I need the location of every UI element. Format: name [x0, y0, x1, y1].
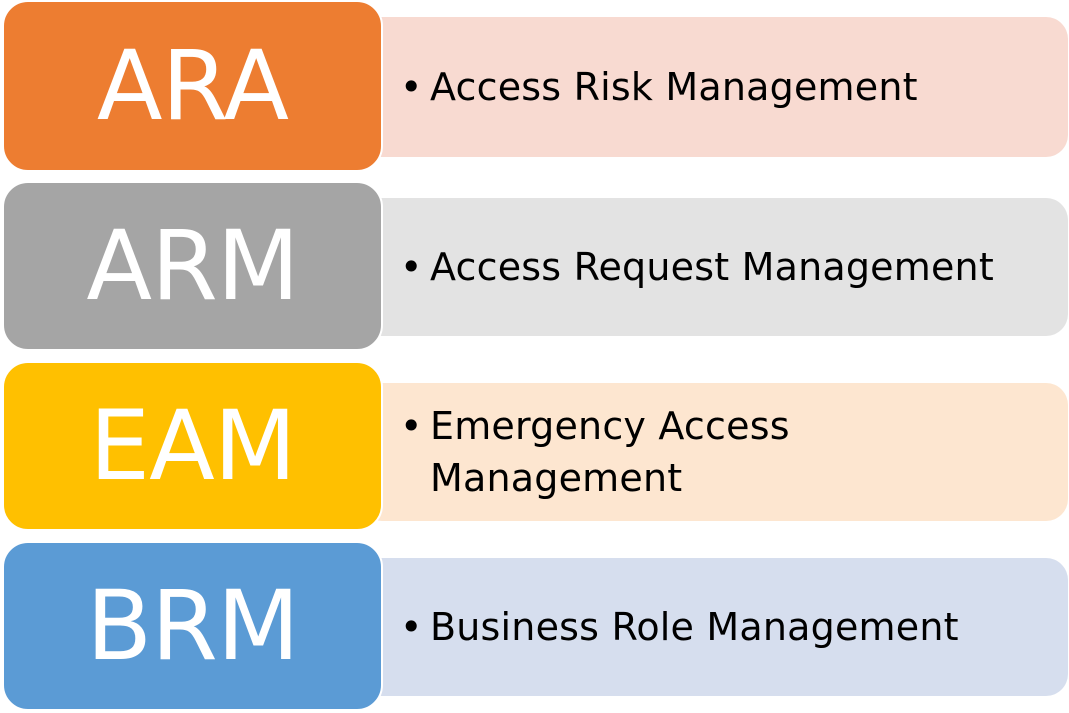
module-abbr-label: ARA: [96, 30, 289, 142]
module-detail-arm: • Access Request Management: [360, 198, 1068, 336]
module-row-arm: • Access Request Management ARM: [0, 181, 1069, 351]
module-row-brm: • Business Role Management BRM: [0, 541, 1069, 711]
bullet-item: • Access Risk Management: [400, 61, 918, 113]
bullet-dot-icon: •: [400, 245, 423, 289]
module-abbr-label: BRM: [86, 570, 299, 682]
bullet-dot-icon: •: [400, 65, 423, 109]
module-detail-ara: • Access Risk Management: [360, 17, 1068, 157]
module-abbr-box-brm: BRM: [2, 541, 383, 711]
module-description: Emergency Access Management: [430, 404, 790, 500]
module-row-ara: • Access Risk Management ARA: [0, 0, 1069, 172]
module-description: Access Risk Management: [430, 65, 918, 109]
module-abbr-box-arm: ARM: [2, 181, 383, 351]
bullet-list: • Emergency Access Management: [400, 400, 810, 504]
module-abbr-label: EAM: [89, 390, 296, 502]
module-description: Access Request Management: [430, 245, 994, 289]
bullet-item: • Business Role Management: [400, 601, 959, 653]
bullet-list: • Access Risk Management: [400, 61, 918, 113]
module-abbr-label: ARM: [86, 210, 299, 322]
module-detail-eam: • Emergency Access Management: [360, 383, 1068, 521]
bullet-dot-icon: •: [400, 404, 423, 448]
module-abbr-box-eam: EAM: [2, 361, 383, 531]
bullet-item: • Access Request Management: [400, 241, 994, 293]
bullet-dot-icon: •: [400, 605, 423, 649]
module-row-eam: • Emergency Access Management EAM: [0, 361, 1069, 531]
bullet-list: • Access Request Management: [400, 241, 994, 293]
module-detail-brm: • Business Role Management: [360, 558, 1068, 696]
module-description: Business Role Management: [430, 605, 959, 649]
bullet-list: • Business Role Management: [400, 601, 959, 653]
module-abbr-box-ara: ARA: [2, 0, 383, 172]
bullet-item: • Emergency Access Management: [400, 400, 810, 504]
